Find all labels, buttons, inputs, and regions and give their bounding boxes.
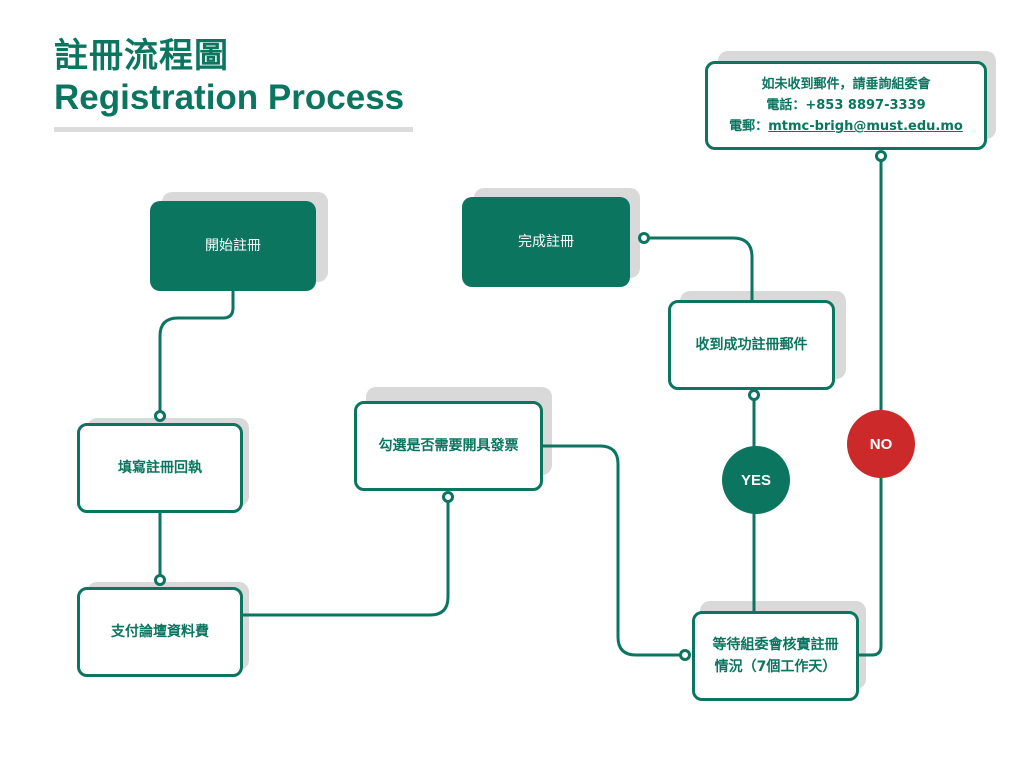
no-label: NO <box>869 435 893 453</box>
connector-dot-fill-form <box>154 410 166 422</box>
phone-number: +853 8897-3339 <box>805 98 926 113</box>
phone-label: 電話： <box>766 98 806 113</box>
complete-registration-node: 完成註冊 <box>462 197 630 287</box>
start-registration-label: 開始註冊 <box>205 238 261 254</box>
start-registration-node: 開始註冊 <box>150 201 316 291</box>
no-decision: NO <box>847 410 915 478</box>
wait-verify-label-line1: 等待組委會核實註冊 <box>712 637 839 653</box>
contact-email-row: 電郵：mtmc-brigh@must.edu.mo <box>729 116 963 137</box>
yes-label: YES <box>740 471 771 489</box>
invoice-label: 勾選是否需要開具發票 <box>378 438 519 454</box>
connector-dot-contact <box>875 150 887 162</box>
complete-registration-label: 完成註冊 <box>518 234 574 250</box>
connector-dot-invoice <box>442 491 454 503</box>
page-title-chinese: 註冊流程圖 <box>54 36 229 76</box>
email-link[interactable]: mtmc-brigh@must.edu.mo <box>768 119 963 134</box>
yes-decision: YES <box>722 446 790 514</box>
connector-dot-pay-fee <box>154 574 166 586</box>
connector-receive-email-to-complete <box>648 236 754 300</box>
receive-email-node: 收到成功註冊郵件 <box>668 300 835 390</box>
contact-info-box: 如未收到郵件，請垂詢組委會 電話：+853 8897-3339 電郵：mtmc-… <box>705 61 987 150</box>
wait-verify-label-line2: 情況（7個工作天） <box>714 659 837 675</box>
contact-phone-row: 電話：+853 8897-3339 <box>766 95 925 116</box>
connector-invoice-to-wait-verify <box>542 444 680 657</box>
fill-form-label: 填寫註冊回執 <box>118 460 202 476</box>
invoice-node: 勾選是否需要開具發票 <box>354 401 543 491</box>
connector-dot-complete <box>638 232 650 244</box>
connector-start-to-fill-form <box>158 291 235 413</box>
wait-verify-node: 等待組委會核實註冊 情況（7個工作天） <box>692 611 859 701</box>
fill-form-node: 填寫註冊回執 <box>77 423 243 513</box>
email-label: 電郵： <box>729 119 769 134</box>
pay-fee-label: 支付論壇資料費 <box>111 624 209 640</box>
connector-dot-receive-email <box>748 389 760 401</box>
connector-pay-fee-to-invoice <box>243 500 450 617</box>
receive-email-label: 收到成功註冊郵件 <box>695 337 808 353</box>
connector-wait-verify-to-no <box>858 160 883 657</box>
title-divider <box>54 127 413 132</box>
pay-fee-node: 支付論壇資料費 <box>77 587 243 677</box>
page-title-english: Registration Process <box>54 78 405 117</box>
contact-notice: 如未收到郵件，請垂詢組委會 <box>761 77 931 92</box>
connector-dot-wait-verify <box>679 649 691 661</box>
